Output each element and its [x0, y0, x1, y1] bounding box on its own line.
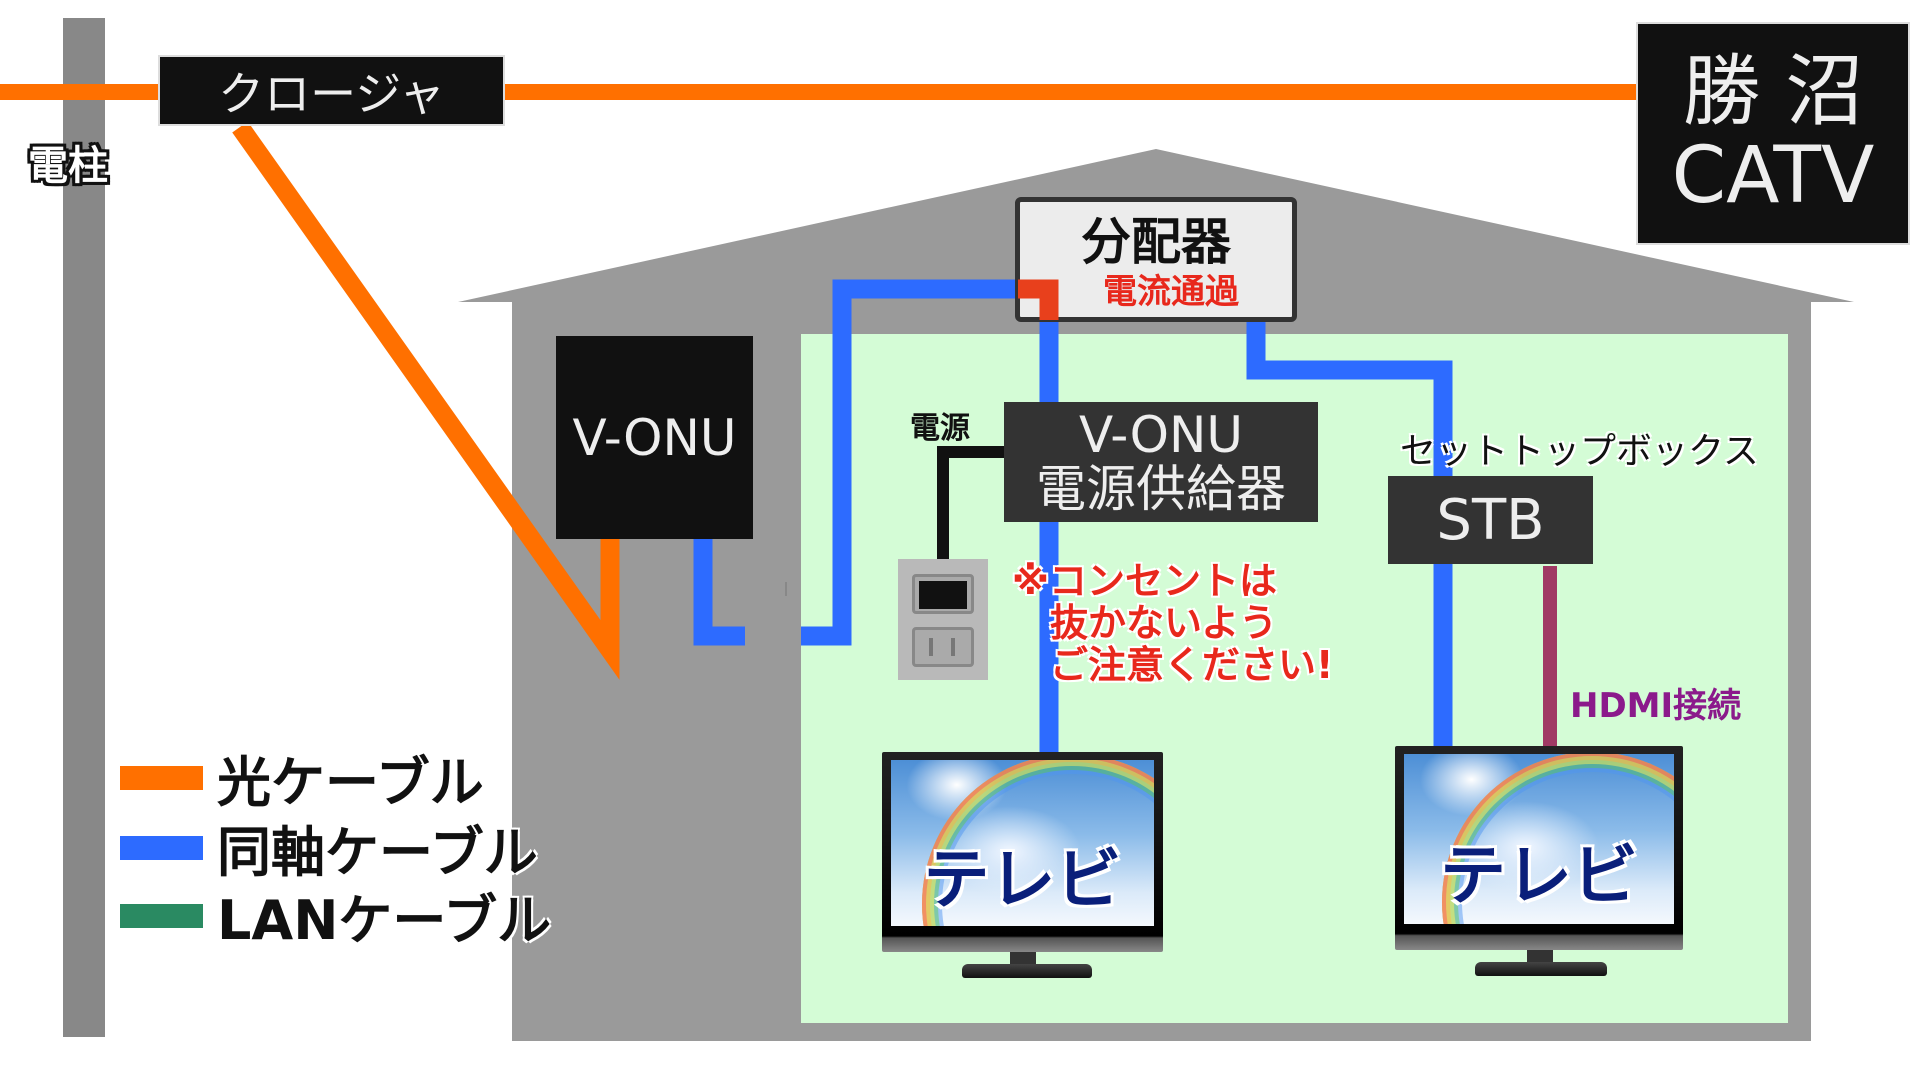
- current-pass-label: 電流通過: [1103, 272, 1239, 312]
- splitter-box: 分配器 電流通過: [1015, 197, 1297, 322]
- lan-swatch: [120, 903, 203, 928]
- provider-box: 勝 沼 CATV: [1636, 22, 1910, 245]
- warning-line-1: ※コンセントは: [1012, 559, 1277, 603]
- vonu-label: V-ONU: [572, 408, 737, 467]
- warning-line-2: 抜かないよう: [1050, 601, 1278, 645]
- hdmi-cable: [1543, 566, 1557, 750]
- warning-line-3: ご注意ください!: [1050, 643, 1334, 687]
- splitter-label: 分配器: [1081, 213, 1231, 271]
- tv-1-base: [962, 964, 1092, 978]
- utility-pole: [63, 18, 105, 1037]
- coax-vonu-out: [693, 539, 745, 646]
- legend-label: 同軸ケーブル: [217, 821, 538, 884]
- tv-1-stand: [1010, 952, 1036, 966]
- closure-box: クロージャ: [158, 55, 505, 126]
- tv-2-frame: テレビ: [1395, 746, 1683, 950]
- power-supply-box: V-ONU 電源供給器: [1004, 402, 1318, 522]
- power-cable: [937, 446, 1004, 590]
- stb-label: STB: [1436, 487, 1545, 553]
- tv-2: テレビ: [1395, 746, 1683, 982]
- tv-2-stand: [1527, 950, 1553, 964]
- closure-label: クロージャ: [218, 66, 445, 121]
- vonu-box: V-ONU: [556, 336, 753, 539]
- pole-label: 電柱: [28, 143, 108, 189]
- legend-label: LANケーブル: [217, 889, 552, 952]
- power-cable-label: 電源: [910, 411, 970, 446]
- tv-2-label: テレビ: [1440, 837, 1638, 914]
- tv-1: テレビ: [882, 752, 1163, 982]
- wall-mark: [785, 582, 787, 596]
- wall-outlet: [898, 559, 988, 680]
- power-supply-line2: 電源供給器: [1036, 460, 1286, 518]
- hdmi-label: HDMI接続: [1570, 686, 1742, 726]
- tv-2-base: [1475, 962, 1607, 976]
- stb-box: STB: [1388, 476, 1593, 564]
- warning-text: ※コンセントは 抜かないよう ご注意ください!: [1012, 560, 1333, 686]
- power-supply-line1: V-ONU: [1078, 406, 1244, 464]
- fiber-swatch: [120, 765, 203, 790]
- tv-2-screen: テレビ: [1404, 754, 1674, 924]
- outlet-socket-bottom: [912, 627, 974, 667]
- provider-catv: CATV: [1671, 130, 1875, 221]
- tv-1-screen: テレビ: [891, 760, 1154, 926]
- tv-1-label: テレビ: [923, 841, 1122, 919]
- stb-caption: セットトップボックス: [1400, 431, 1759, 472]
- legend-item-coax: 同軸ケーブル: [120, 808, 538, 887]
- coax-to-splitter: [801, 279, 1030, 646]
- tv-1-frame: テレビ: [882, 752, 1163, 952]
- legend-item-fiber: 光ケーブル: [120, 738, 484, 817]
- coax-swatch: [120, 835, 203, 860]
- legend-item-lan: LANケーブル: [120, 876, 551, 955]
- power-plug: [919, 581, 967, 609]
- fiber-cable-drop: [232, 121, 620, 680]
- provider-name: 勝 沼: [1682, 46, 1864, 137]
- legend-label: 光ケーブル: [217, 751, 484, 814]
